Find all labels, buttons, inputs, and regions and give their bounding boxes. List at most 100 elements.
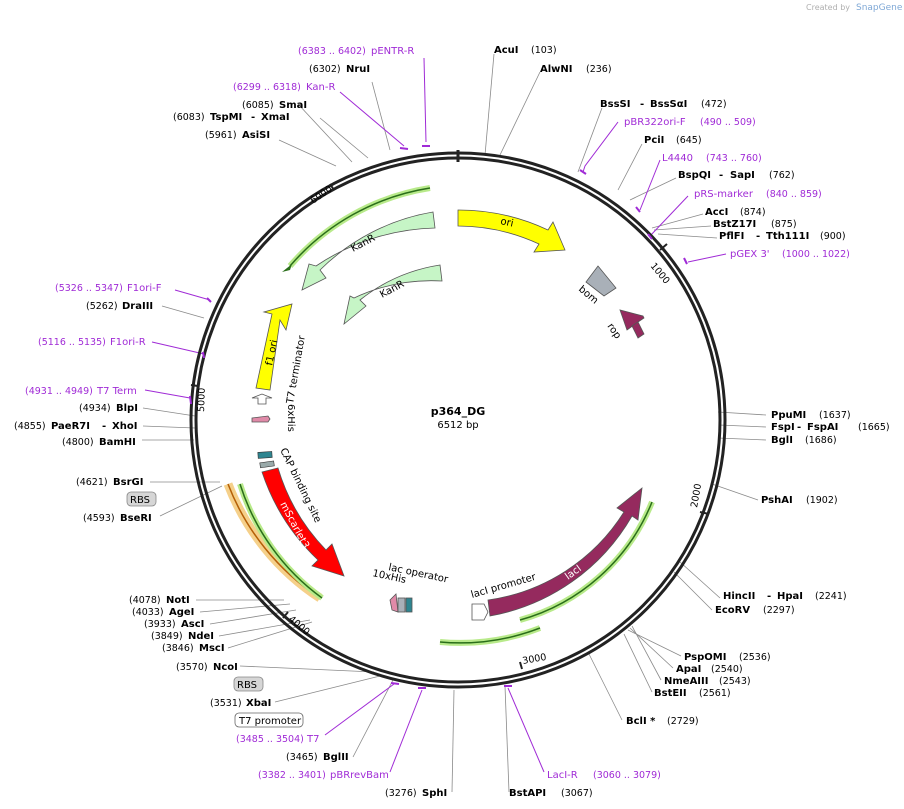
enzyme-bstapi[interactable]: BstAPI bbox=[509, 788, 546, 799]
enzyme-bglii[interactable]: BglII bbox=[323, 752, 349, 763]
laci-arrow[interactable] bbox=[487, 487, 643, 617]
enzyme-bspqi[interactable]: BspQI bbox=[678, 170, 711, 181]
kanr-outer-arrow[interactable] bbox=[301, 211, 436, 291]
primer-f1ori-r[interactable]: F1ori-R bbox=[110, 337, 146, 348]
enzyme-smai[interactable]: SmaI bbox=[279, 100, 307, 111]
enzyme-bsteii[interactable]: BstEII bbox=[654, 688, 687, 699]
enzyme-fspi[interactable]: FspI bbox=[771, 422, 795, 433]
rop-head[interactable] bbox=[619, 309, 645, 331]
t7-promoter-box[interactable] bbox=[234, 712, 304, 728]
enzyme-asci[interactable]: AscI bbox=[181, 619, 204, 630]
f1ori-arrow[interactable] bbox=[255, 303, 293, 391]
enzyme-bsrgi[interactable]: BsrGI bbox=[113, 477, 143, 488]
enzyme-bsssi-sep: - bbox=[640, 99, 644, 110]
enzyme-nrui-pos: (6302) bbox=[309, 64, 341, 75]
enzyme-bamhi-pos: (4800) bbox=[62, 437, 94, 448]
enzyme-pspomi[interactable]: PspOMI bbox=[684, 652, 726, 663]
enzyme-bstapi-pos: (3067) bbox=[561, 788, 593, 799]
primer-l4440[interactable]: L4440 bbox=[662, 153, 693, 164]
primer-pbr322ori-f[interactable]: pBR322ori-F bbox=[624, 117, 686, 128]
enzyme-agei[interactable]: AgeI bbox=[169, 607, 194, 618]
credit-prefix: Created by bbox=[806, 3, 850, 12]
enzyme-pshai-pos: (1902) bbox=[806, 495, 838, 506]
enzyme-pflfi[interactable]: PflFI bbox=[719, 231, 744, 242]
enzyme-tth111i[interactable]: Tth111I bbox=[766, 231, 809, 242]
enzyme-sphi[interactable]: SphI bbox=[422, 788, 447, 799]
enzyme-acci[interactable]: AccI bbox=[705, 207, 728, 218]
rbs-box-lower[interactable] bbox=[233, 676, 264, 692]
lacop-glyph-a[interactable] bbox=[389, 593, 399, 613]
enzyme-hincii[interactable]: HincII bbox=[723, 591, 755, 602]
enzyme-acui[interactable]: AcuI bbox=[494, 45, 519, 56]
enzyme-bsssai[interactable]: BssSαI bbox=[650, 99, 687, 110]
primer-f1ori-f[interactable]: F1ori-F bbox=[127, 283, 162, 294]
enzyme-pflfi-pos: (900) bbox=[820, 231, 846, 242]
enzyme-ppumi[interactable]: PpuMI bbox=[771, 410, 806, 421]
enzyme-alwni[interactable]: AlwNI bbox=[540, 64, 573, 75]
enzyme-hpai[interactable]: HpaI bbox=[777, 591, 803, 602]
lacipro-glyph[interactable] bbox=[471, 603, 489, 621]
cds-line bbox=[239, 483, 323, 599]
enzyme-pshai[interactable]: PshAI bbox=[761, 495, 793, 506]
enzyme-tspmi[interactable]: TspMI bbox=[210, 112, 242, 123]
rbs-label-lower: RBS bbox=[237, 680, 257, 691]
cap-box[interactable] bbox=[257, 451, 273, 459]
enzyme-ndei[interactable]: NdeI bbox=[188, 631, 214, 642]
enzyme-bstz17i[interactable]: BstZ17I bbox=[713, 219, 756, 230]
enzyme-pcii[interactable]: PciI bbox=[644, 135, 664, 146]
scale-ticks bbox=[190, 183, 710, 670]
enzyme-asisi[interactable]: AsiSI bbox=[242, 130, 270, 141]
enzyme-bsssi[interactable]: BssSI bbox=[600, 99, 630, 110]
enzyme-msci[interactable]: MscI bbox=[199, 643, 225, 654]
enzyme-alwni-pos: (236) bbox=[586, 64, 612, 75]
primer-pgex3[interactable]: pGEX 3' bbox=[730, 249, 770, 260]
enzyme-nmeaiii-pos: (2543) bbox=[719, 676, 751, 687]
lacop-glyph-b[interactable] bbox=[397, 597, 406, 613]
enzyme-apai[interactable]: ApaI bbox=[676, 664, 701, 675]
rbs-box-upper[interactable] bbox=[126, 491, 157, 507]
ori-label: ori bbox=[499, 216, 514, 229]
enzyme-bamhi[interactable]: BamHI bbox=[99, 437, 136, 448]
primer-laci-r[interactable]: LacI-R bbox=[547, 770, 578, 781]
enzyme-bgli[interactable]: BglI bbox=[771, 435, 793, 446]
enzyme-xmai[interactable]: XmaI bbox=[261, 112, 290, 123]
enzyme-draiii[interactable]: DraIII bbox=[122, 301, 153, 312]
enzyme-paer7i[interactable]: PaeR7I bbox=[51, 421, 90, 432]
enzyme-nrui[interactable]: NruI bbox=[346, 64, 370, 75]
bom-box[interactable] bbox=[585, 265, 617, 297]
enzyme-sapi[interactable]: SapI bbox=[730, 170, 755, 181]
enzyme-fspai[interactable]: FspAI bbox=[807, 422, 838, 433]
primer-pbrrevbam[interactable]: pBRrevBam bbox=[330, 770, 389, 781]
lacop-glyph-c[interactable] bbox=[405, 597, 413, 613]
enzyme-blpi-pos: (4934) bbox=[79, 403, 111, 414]
mscarlet-arrow[interactable] bbox=[261, 467, 345, 577]
enzyme-blpi[interactable]: BlpI bbox=[116, 403, 138, 414]
kanr-inner-arrow[interactable] bbox=[343, 264, 443, 326]
enzyme-agei-pos: (4033) bbox=[132, 607, 164, 618]
enzyme-noti[interactable]: NotI bbox=[166, 595, 190, 606]
cap-box-small[interactable] bbox=[259, 460, 275, 469]
primer-prs-marker[interactable]: pRS-marker bbox=[694, 189, 754, 200]
enzyme-xbai[interactable]: XbaI bbox=[246, 698, 271, 709]
enzyme-xhoi[interactable]: XhoI bbox=[112, 421, 137, 432]
primer-kan-r[interactable]: Kan-R bbox=[306, 82, 335, 93]
his6-glyph[interactable] bbox=[251, 415, 271, 423]
enzyme-asisi-pos: (5961) bbox=[205, 130, 237, 141]
enzyme-bcli[interactable]: BclI * bbox=[626, 716, 656, 727]
primer-t7term[interactable]: T7 Term bbox=[96, 386, 137, 397]
enzyme-smai-pos: (6085) bbox=[242, 100, 274, 111]
ori-arrow[interactable] bbox=[457, 209, 566, 253]
enzyme-ndei-pos: (3849) bbox=[151, 631, 183, 642]
enzyme-asci-pos: (3933) bbox=[144, 619, 176, 630]
enzyme-nmeaiii[interactable]: NmeAIII bbox=[664, 676, 708, 687]
rop-body[interactable] bbox=[631, 321, 645, 339]
enzyme-ecorv[interactable]: EcoRV bbox=[715, 605, 750, 616]
primer-t7[interactable]: T7 bbox=[306, 734, 319, 745]
primer-pentr-r[interactable]: pENTR-R bbox=[371, 46, 414, 57]
f1ori-label: f1 ori bbox=[264, 339, 280, 367]
enzyme-ncoi[interactable]: NcoI bbox=[213, 662, 238, 673]
t7term-glyph[interactable] bbox=[251, 393, 273, 405]
enzyme-bseri[interactable]: BseRI bbox=[120, 513, 152, 524]
enzyme-tspmi-sep: - bbox=[251, 112, 255, 123]
